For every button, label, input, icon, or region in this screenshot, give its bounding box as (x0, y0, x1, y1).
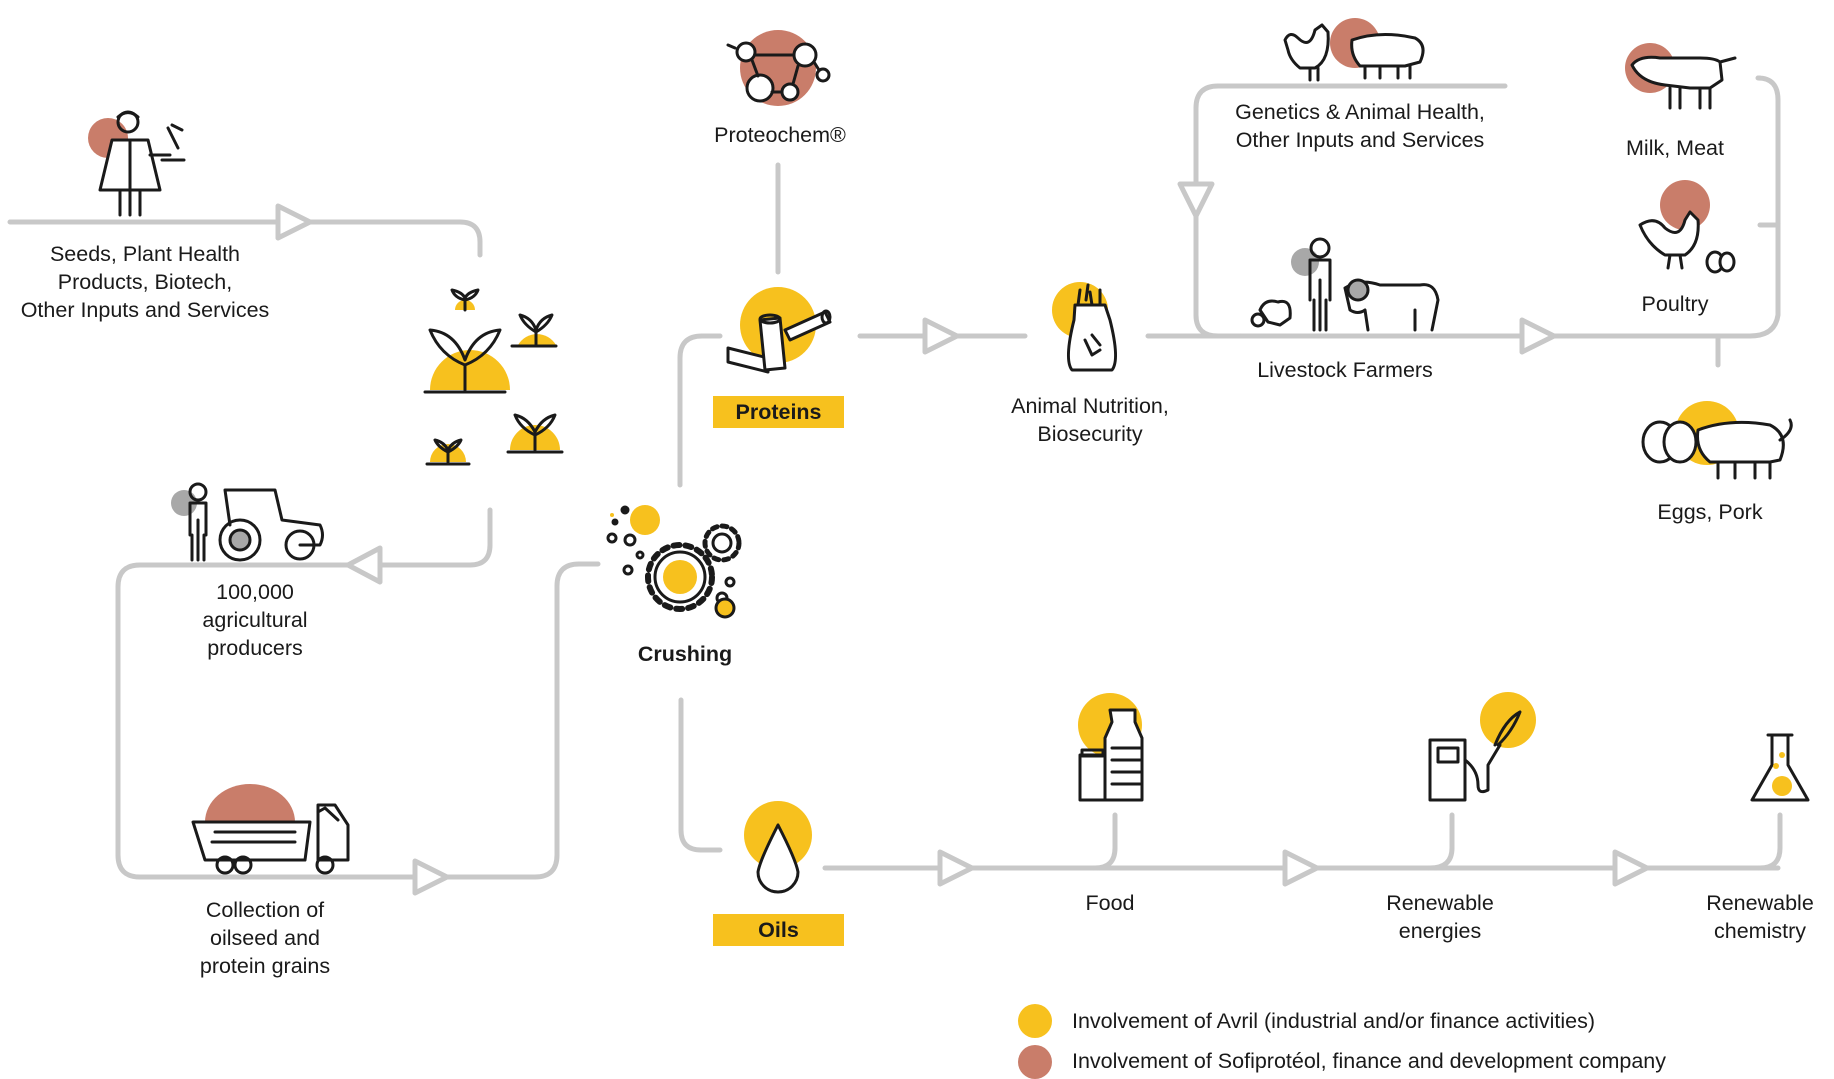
seeds-label-line2: Products, Biotech, (57, 270, 233, 294)
livestock-icon (1250, 237, 1440, 332)
eggs-pork-label: Eggs, Pork (1657, 500, 1763, 524)
proteins-tag: Proteins (713, 396, 844, 428)
arrow-producers (345, 545, 383, 585)
flask-icon (1750, 733, 1810, 802)
arrow-nutrition (922, 317, 960, 355)
hen-eggs-icon (1638, 180, 1736, 274)
farmer-tractor-icon (171, 482, 324, 562)
legend-sofiproteol-dot (1018, 1045, 1052, 1079)
crushing-label: Crushing (637, 642, 733, 666)
scientist-icon (88, 110, 186, 217)
truck-icon (191, 784, 350, 875)
poultry-label: Poultry (1641, 292, 1709, 316)
arrow-seeds (275, 203, 313, 241)
milk-meat-label: Milk, Meat (1626, 136, 1724, 160)
arrow-genetics (1177, 181, 1215, 219)
producers-label: 100,000 agricultural producers (155, 578, 355, 662)
collection-label: Collection of oilseed and protein grains (165, 896, 365, 980)
genetics-line1: Genetics & Animal Health, (1235, 100, 1485, 124)
flow-crushing-to-proteins (677, 333, 723, 488)
legend-avril-dot (1018, 1004, 1052, 1038)
legend-avril-text: Involvement of Avril (industrial and/or … (1072, 1009, 1596, 1033)
flow-lines (7, 75, 1783, 896)
sprouts-icon (423, 288, 564, 466)
flow-plants-to-producers (337, 507, 493, 568)
eggs-pig-icon (1641, 401, 1793, 480)
renewable-chemistry-label: Renewable chemistry (1686, 889, 1834, 945)
livestock-label: Livestock Farmers (1257, 358, 1433, 382)
oils-tag: Oils (713, 914, 844, 946)
genetics-line2: Other Inputs and Services (1235, 128, 1485, 152)
pellets-icon (726, 287, 832, 374)
chicken-pig-icon (1283, 18, 1425, 82)
renewable-chemistry-line1: Renewable (1706, 891, 1814, 915)
gears-icon (606, 505, 742, 619)
arrow-livestock (1519, 317, 1557, 355)
flow-seeds-to-plants (7, 219, 483, 258)
flow-up-chemistry (1757, 812, 1783, 871)
genetics-label: Genetics & Animal Health, Other Inputs a… (1210, 98, 1510, 154)
collection-label-line3: protein grains (199, 954, 331, 978)
arrow-food (937, 849, 975, 887)
animal-nutrition-label: Animal Nutrition, Biosecurity (990, 392, 1190, 448)
animal-nutrition-line1: Animal Nutrition, (1011, 394, 1169, 418)
legend-sofiproteol-text: Involvement of Sofiprotéol, finance and … (1072, 1049, 1667, 1073)
producers-label-line2: agricultural (202, 608, 308, 632)
bottles-icon (1078, 693, 1144, 802)
feed-bag-icon (1052, 282, 1117, 372)
fuel-pump-icon (1428, 692, 1536, 802)
seeds-label-line1: Seeds, Plant Health (49, 242, 241, 266)
food-label: Food (1085, 891, 1135, 915)
animal-nutrition-line2: Biosecurity (1037, 422, 1143, 446)
flow-nutrition-to-livestock (1145, 75, 1781, 339)
collection-label-line2: oilseed and (210, 926, 320, 950)
renewable-energies-line2: energies (1398, 919, 1482, 943)
oil-drop-icon (744, 801, 812, 894)
producers-label-line3: producers (207, 636, 303, 660)
seeds-label-line3: Other Inputs and Services (20, 298, 270, 322)
renewable-energies-line1: Renewable (1386, 891, 1494, 915)
arrow-energies (1282, 849, 1320, 887)
seeds-label: Seeds, Plant Health Products, Biotech, O… (0, 240, 290, 324)
molecule-icon (726, 30, 831, 106)
flow-up-food (1092, 812, 1118, 871)
flow-up-energies (1427, 812, 1455, 871)
collection-label-line1: Collection of (205, 898, 325, 922)
flow-crushing-to-oils (678, 697, 723, 853)
renewable-chemistry-line2: chemistry (1714, 919, 1806, 943)
proteochem-label: Proteochem® (714, 123, 846, 147)
arrow-chemistry (1612, 849, 1650, 887)
arrow-collection (412, 858, 450, 896)
producers-label-line1: 100,000 (216, 580, 294, 604)
flow-producers-to-collection (115, 561, 601, 880)
renewable-energies-label: Renewable energies (1355, 889, 1525, 945)
cow-icon (1625, 43, 1737, 110)
